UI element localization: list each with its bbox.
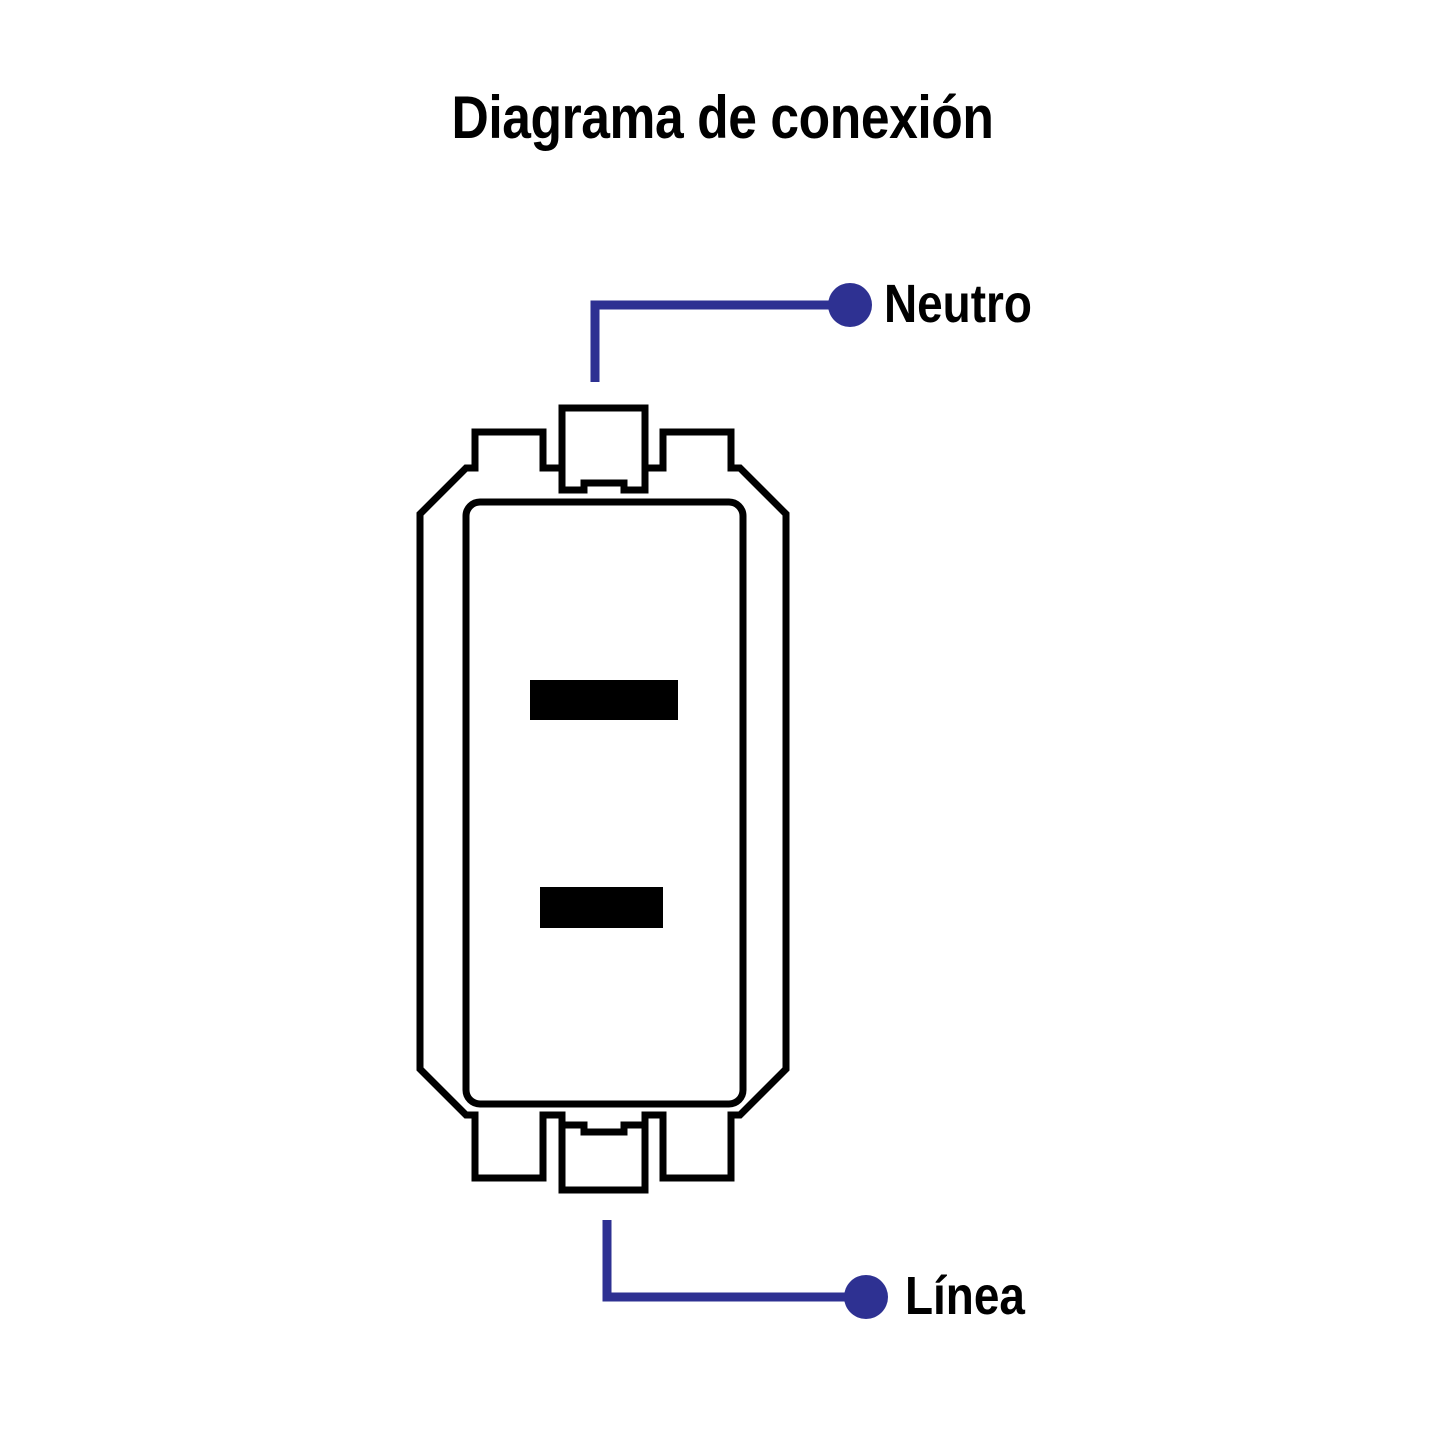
- linea-label: Línea: [905, 1266, 1025, 1326]
- contact-bar-lower: [540, 887, 663, 928]
- switch-device: [416, 404, 790, 1194]
- bottom-terminal-notch: [558, 1115, 649, 1136]
- linea-connection: [602, 1220, 888, 1319]
- contact-bar-upper: [530, 680, 678, 720]
- neutro-connection: [590, 283, 872, 382]
- neutro-terminal-dot: [828, 283, 872, 327]
- linea-wire: [602, 1220, 866, 1302]
- top-terminal-notch: [558, 468, 649, 494]
- neutro-wire: [590, 300, 850, 382]
- linea-terminal-dot: [844, 1275, 888, 1319]
- neutro-label: Neutro: [884, 274, 1032, 334]
- switch-faceplate[interactable]: [462, 498, 747, 1108]
- page-title: Diagrama de conexión: [451, 84, 994, 151]
